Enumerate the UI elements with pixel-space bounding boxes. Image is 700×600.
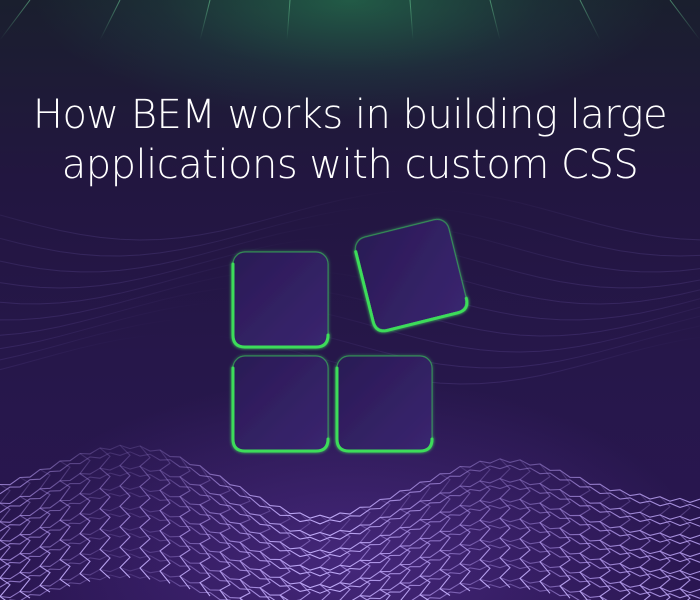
mesh-col (199, 465, 211, 597)
mesh-col (319, 514, 331, 600)
mesh-col (259, 496, 271, 600)
faint-row (0, 205, 700, 257)
top-grid (0, 0, 700, 41)
mesh-col (219, 475, 231, 600)
hex-mesh-wave (0, 444, 700, 600)
mesh-col (159, 449, 171, 584)
mesh-col (139, 445, 151, 580)
mesh-row (0, 451, 700, 525)
faint-row (0, 221, 700, 273)
mesh-col (99, 447, 111, 579)
mesh-col (299, 512, 311, 600)
mesh-col (39, 469, 51, 593)
mesh-row (0, 505, 700, 571)
tile-bottom-right (335, 355, 434, 453)
tile-bottom-left (231, 355, 330, 453)
mesh-col (659, 496, 671, 600)
mesh-row (0, 465, 700, 537)
mesh-col (539, 463, 551, 594)
faint-row (0, 317, 700, 369)
mesh-col (59, 460, 71, 587)
mesh-col (599, 483, 611, 600)
mesh-col (19, 477, 31, 599)
mesh-row (0, 492, 700, 560)
faint-wave (0, 189, 700, 385)
mesh-row (0, 512, 700, 577)
mesh-row (0, 471, 700, 542)
headline-line-2: applications with custom CSS (61, 142, 639, 188)
faint-row (0, 285, 700, 337)
mesh-col (619, 489, 631, 600)
faint-row (0, 269, 700, 321)
mesh-row (0, 546, 700, 600)
mesh-row (0, 526, 700, 589)
mesh-col (479, 460, 491, 589)
mesh-row (8, 573, 592, 600)
headline-line-1: How BEM works in building large (32, 92, 668, 138)
headline: How BEM works in building large applicat… (0, 90, 700, 190)
mesh-col (399, 490, 411, 600)
faint-row (0, 189, 700, 241)
mesh-col (0, 484, 11, 600)
mesh-col (499, 458, 511, 588)
mesh-col (339, 512, 351, 600)
faint-row (0, 237, 700, 289)
mesh-row (0, 566, 621, 600)
mesh-col (679, 498, 691, 600)
tile-top-right (354, 218, 469, 333)
faint-row (0, 301, 700, 353)
mesh-col (179, 456, 191, 590)
mesh-col (579, 477, 591, 600)
mesh-col (79, 453, 91, 582)
mesh-col (439, 473, 451, 596)
mesh-col (119, 444, 131, 579)
mesh-col (359, 506, 371, 600)
mesh-row (0, 444, 700, 519)
mesh-col (419, 481, 431, 600)
mesh-col (239, 486, 251, 600)
mesh-col (639, 493, 651, 600)
mesh-row (0, 553, 700, 600)
mesh-col (279, 506, 291, 600)
mesh-col (379, 499, 391, 600)
mesh-row (0, 532, 700, 594)
faint-row (0, 253, 700, 305)
mesh-col (519, 459, 531, 590)
tile-top-left (231, 251, 330, 349)
mesh-col (459, 466, 471, 592)
mesh-row (0, 485, 700, 554)
mesh-col (559, 469, 571, 599)
